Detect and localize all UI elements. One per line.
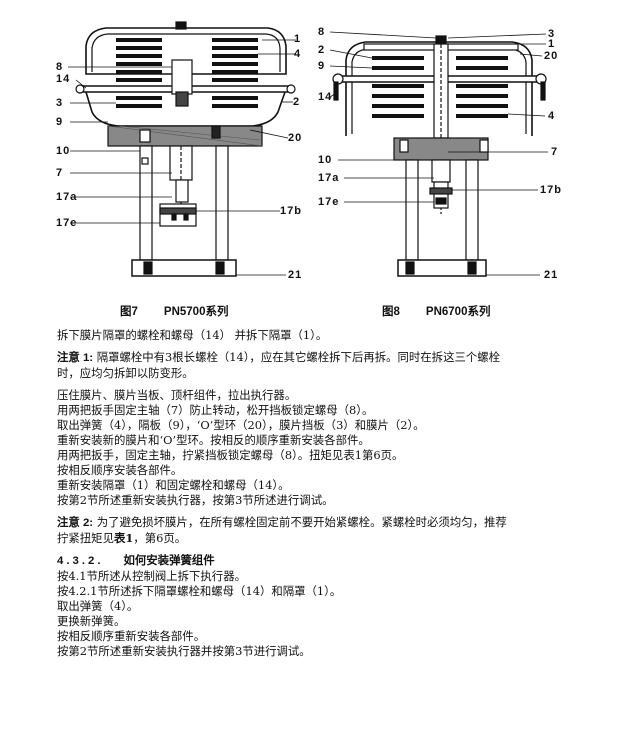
note-2: 注意 2: 为了避免损坏膜片，在所有螺栓固定前不要开始紧螺栓。紧螺栓时必须均匀，… [57, 515, 577, 531]
note-2-label: 注意 2: [57, 517, 94, 529]
figure-7-number: 图7 [120, 306, 138, 318]
callout-1: 1 [294, 33, 302, 45]
figure-8-title: PN6700系列 [425, 306, 491, 318]
note-2-text: 为了避免损坏膜片，在所有螺栓固定前不要开始紧螺栓。紧螺栓时必须均匀，推荐 [93, 515, 507, 529]
step: 按第2节所述重新安装执行器，按第3节所述进行调试。 [57, 493, 334, 507]
note-1-text: 隔罩螺栓中有3根长螺栓（14），应在其它螺栓拆下后再拆。同时在拆这三个螺栓 [93, 350, 501, 364]
callout-3: 3 [548, 28, 556, 40]
callout-17a: 17a [318, 172, 340, 184]
callout-10: 10 [318, 154, 333, 166]
callout-4: 4 [548, 110, 556, 122]
note-1-label: 注意 1: [57, 352, 94, 364]
instructions-text: 拆下膜片隔罩的螺栓和螺母（14） 并拆下隔罩（1）。 注意 1: 隔罩螺栓中有3… [57, 328, 577, 659]
callout-10: 10 [56, 145, 71, 157]
note-2-text: ，第6页。 [133, 531, 187, 545]
figure-8-number: 图8 [382, 306, 400, 318]
step: 按相反顺序重新安装各部件。 [57, 629, 206, 643]
figure-7-title: PN5700系列 [163, 306, 229, 318]
step: 重新安装新的膜片和‘O’型环。按相反的顺序重新安装各部件。 [57, 433, 370, 447]
callout-8: 8 [318, 26, 326, 38]
note-2-cont: 拧紧扭矩见表1，第6页。 [57, 531, 577, 546]
step: 压住膜片、膜片当板、顶杆组件，拉出执行器。 [57, 388, 297, 402]
callout-17e: 17e [56, 217, 78, 229]
actuator-diagrams [68, 21, 548, 277]
callout-2: 2 [293, 96, 301, 108]
section-number: 4.3.2. [57, 555, 104, 567]
callout-21: 21 [288, 269, 303, 281]
callout-9: 9 [318, 60, 326, 72]
section-heading: 4.3.2. 如何安装弹簧组件 [57, 553, 577, 569]
step: 按第2节所述重新安装执行器并按第3节进行调试。 [57, 644, 311, 658]
step: 用两把扳手，固定主轴，拧紧挡板锁定螺母（8）。扭矩见表1第6页。 [57, 448, 404, 462]
step: 按4.2.1节所述拆下隔罩螺栓和螺母（14）和隔罩（1）。 [57, 584, 342, 598]
callout-17a: 17a [56, 191, 78, 203]
callout-7: 7 [551, 146, 559, 158]
step: 更换新弹簧。 [57, 614, 126, 628]
callout-7: 7 [56, 167, 64, 179]
callout-8: 8 [56, 61, 64, 73]
step: 按4.1节所述从控制阀上拆下执行器。 [57, 569, 246, 583]
note-1: 注意 1: 隔罩螺栓中有3根长螺栓（14），应在其它螺栓拆下后再拆。同时在拆这三… [57, 350, 577, 366]
callout-2: 2 [318, 44, 326, 56]
callout-14: 14 [56, 73, 71, 85]
table-ref: 表1 [113, 531, 134, 545]
note-2-text: 拧紧扭矩见 [57, 531, 114, 545]
callout-9: 9 [56, 116, 64, 128]
callout-1: 1 [548, 38, 556, 50]
step: 用两把扳手固定主轴（7）防止转动，松开挡板锁定螺母（8）。 [57, 403, 374, 417]
step: 取出弹簧（4）。 [57, 599, 139, 613]
callout-17e: 17e [318, 196, 340, 208]
callout-21: 21 [544, 269, 559, 281]
figures-area: 1 4 8 14 3 2 9 20 10 7 17a 17b 17e 21 8 … [0, 0, 622, 320]
note-1-cont: 时，应均匀拆卸以防变形。 [57, 366, 194, 380]
callout-20: 20 [288, 132, 303, 144]
callout-17b: 17b [280, 205, 302, 217]
step: 重新安装隔罩（1）和固定螺栓和螺母（14）。 [57, 478, 290, 492]
pn6700-drawing [329, 31, 548, 277]
step: 取出弹簧（4），隔板（9），‘O’型环（20），膜片挡板（3）和膜片（2）。 [57, 418, 425, 432]
callout-17b: 17b [540, 184, 562, 196]
callout-4: 4 [294, 48, 302, 60]
step: 按相反顺序安装各部件。 [57, 463, 183, 477]
section-title: 如何安装弹簧组件 [123, 553, 215, 567]
paragraph: 拆下膜片隔罩的螺栓和螺母（14） 并拆下隔罩（1）。 [57, 328, 328, 342]
pn5700-drawing [68, 21, 296, 277]
callout-3: 3 [56, 97, 64, 109]
figure-7-caption: 图7 PN5700系列 [120, 303, 228, 319]
figure-8-caption: 图8 PN6700系列 [382, 303, 490, 319]
callout-14: 14 [318, 91, 333, 103]
callout-20: 20 [544, 50, 559, 62]
